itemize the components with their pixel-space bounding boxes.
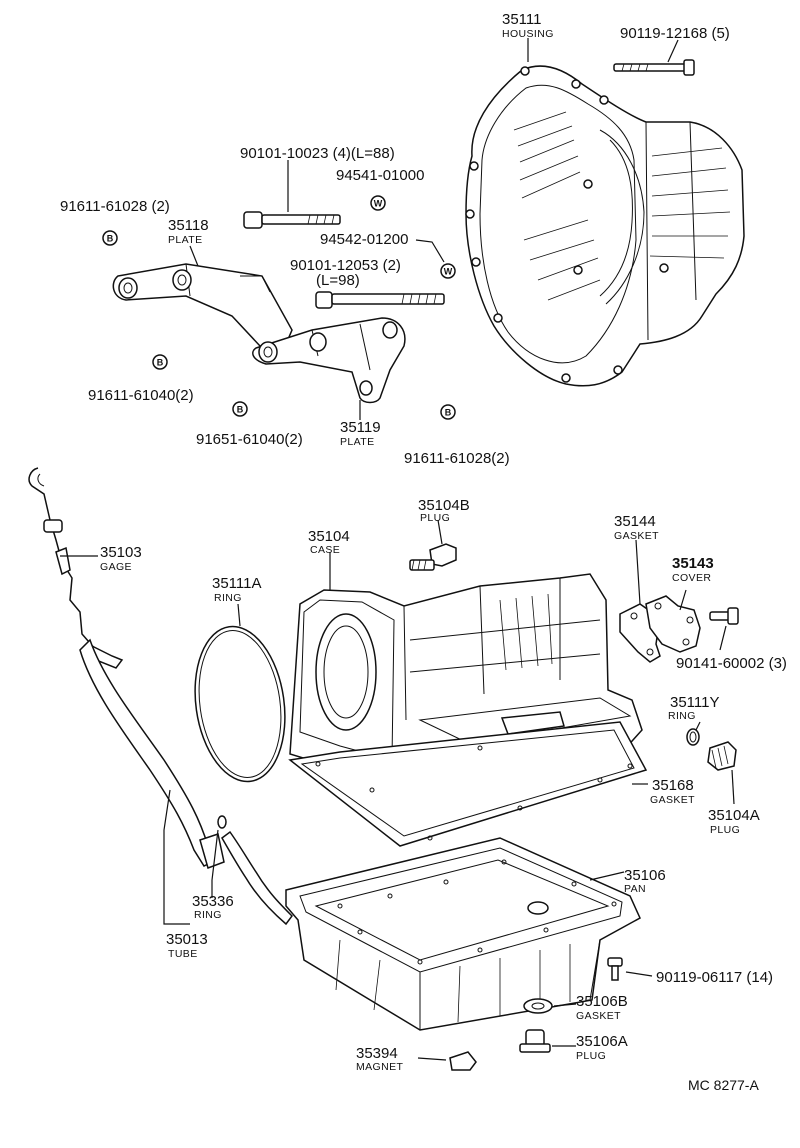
- ring-35111a-drawing: [194, 625, 286, 783]
- plug-35104a-label: PLUG: [710, 824, 740, 836]
- magnet-drawing: [449, 1051, 477, 1071]
- gage-part-number: 35103: [100, 544, 142, 561]
- bolt-symbol: B: [107, 234, 114, 244]
- housing-bolt-part-number: 90119-12168 (5): [620, 25, 730, 42]
- bolt-symbol: B: [157, 358, 164, 368]
- plate-35118-drawing: [112, 263, 293, 347]
- bolt-88-part-number: 90101-10023 (4)(L=88): [240, 145, 395, 162]
- housing-bolt: [613, 59, 695, 76]
- magnet-part-number: 35394: [356, 1045, 398, 1062]
- cover-bolt-drawing: [709, 607, 739, 625]
- plate-35118-part-number: 35118: [168, 217, 209, 234]
- bolt-symbol-91651: B: [232, 401, 248, 417]
- housing-drawing: [465, 65, 745, 387]
- cover-35143-drawing: [645, 595, 701, 653]
- bolt-symbol: B: [237, 405, 244, 415]
- gasket-35144-part-number: 35144: [614, 513, 656, 530]
- washer-94541: W: [370, 195, 386, 211]
- plate-35118-label: PLATE: [168, 234, 202, 246]
- magnet-label: MAGNET: [356, 1061, 404, 1073]
- bolt-symbol-61040: B: [152, 354, 168, 370]
- pan-bolt-part-number: 90119-06117 (14): [656, 969, 773, 986]
- gasket-35168-label: GASKET: [650, 794, 695, 806]
- plug-35104b-drawing: [409, 543, 457, 571]
- housing-label: HOUSING: [502, 28, 554, 40]
- plug-35106a-label: PLUG: [576, 1050, 606, 1062]
- bolt-61028-right-part-number: 91611-61028(2): [404, 450, 510, 467]
- gage-drawing: [28, 467, 124, 669]
- bolt-symbol: B: [445, 408, 452, 418]
- cover-35143-label: COVER: [672, 572, 711, 584]
- bolt-top-left-part-number: 91611-61028 (2): [60, 198, 170, 215]
- plate-35119-drawing: [252, 317, 406, 404]
- plate-35119-label: PLATE: [340, 436, 374, 448]
- washer-94542-part-number: 94542-01200: [320, 231, 408, 248]
- bolt-91651-part-number: 91651-61040(2): [196, 431, 303, 448]
- ring-35111a-label: RING: [214, 592, 242, 604]
- ring-35111y-part-number: 35111Y: [670, 694, 720, 711]
- housing-part-number: 35111: [502, 11, 542, 28]
- plug-35106a-part-number: 35106A: [576, 1033, 628, 1050]
- bolt-symbol-top-left: B: [102, 230, 118, 246]
- plate-35119-part-number: 35119: [340, 419, 381, 436]
- cover-bolt-part-number: 90141-60002 (3): [676, 655, 787, 672]
- ring-35111y-label: RING: [668, 710, 696, 722]
- gasket-35106b-part-number: 35106B: [576, 993, 628, 1010]
- case-label: CASE: [310, 544, 340, 556]
- cover-35143-part-number: 35143: [672, 555, 714, 572]
- plug-35104b-part-number: 35104B: [418, 497, 470, 514]
- ring-35111y-drawing: [686, 728, 700, 746]
- tube-part-number: 35013: [166, 931, 208, 948]
- bolt-98-part-number: 90101-12053 (2): [290, 257, 401, 274]
- gasket-35106b-drawing: [523, 998, 553, 1014]
- pan-bolt-drawing: [607, 957, 623, 981]
- case-part-number: 35104: [308, 528, 350, 545]
- pan-drawing: [285, 837, 641, 1031]
- plug-35104a-drawing: [707, 741, 737, 771]
- pan-part-number: 35106: [624, 867, 666, 884]
- bolt-98-length: (L=98): [316, 272, 360, 289]
- tube-label: TUBE: [168, 948, 198, 960]
- plug-35104b-label: PLUG: [420, 512, 450, 524]
- bolt-88: [243, 211, 341, 229]
- washer-symbol: W: [444, 267, 453, 277]
- washer-symbol: W: [374, 199, 383, 209]
- gage-label: GAGE: [100, 561, 132, 573]
- pan-label: PAN: [624, 883, 646, 895]
- plug-35104a-part-number: 35104A: [708, 807, 760, 824]
- gasket-35144-label: GASKET: [614, 530, 659, 542]
- gasket-35168-drawing: [288, 721, 648, 847]
- washer-94542: W: [440, 263, 456, 279]
- diagram-code: MC 8277-A: [688, 1077, 759, 1093]
- gasket-35168-part-number: 35168: [652, 777, 694, 794]
- tube-drawing: [79, 638, 293, 926]
- gasket-35106b-label: GASKET: [576, 1010, 621, 1022]
- bolt-symbol-61028-right: B: [440, 404, 456, 420]
- bolt-61040-part-number: 91611-61040(2): [88, 387, 194, 404]
- bolt-98: [315, 291, 445, 309]
- ring-35111a-part-number: 35111A: [212, 575, 262, 592]
- plug-35106a-drawing: [519, 1029, 551, 1053]
- ring-35336-label: RING: [194, 909, 222, 921]
- washer-94541-part-number: 94541-01000: [336, 167, 424, 184]
- ring-35336-part-number: 35336: [192, 893, 234, 910]
